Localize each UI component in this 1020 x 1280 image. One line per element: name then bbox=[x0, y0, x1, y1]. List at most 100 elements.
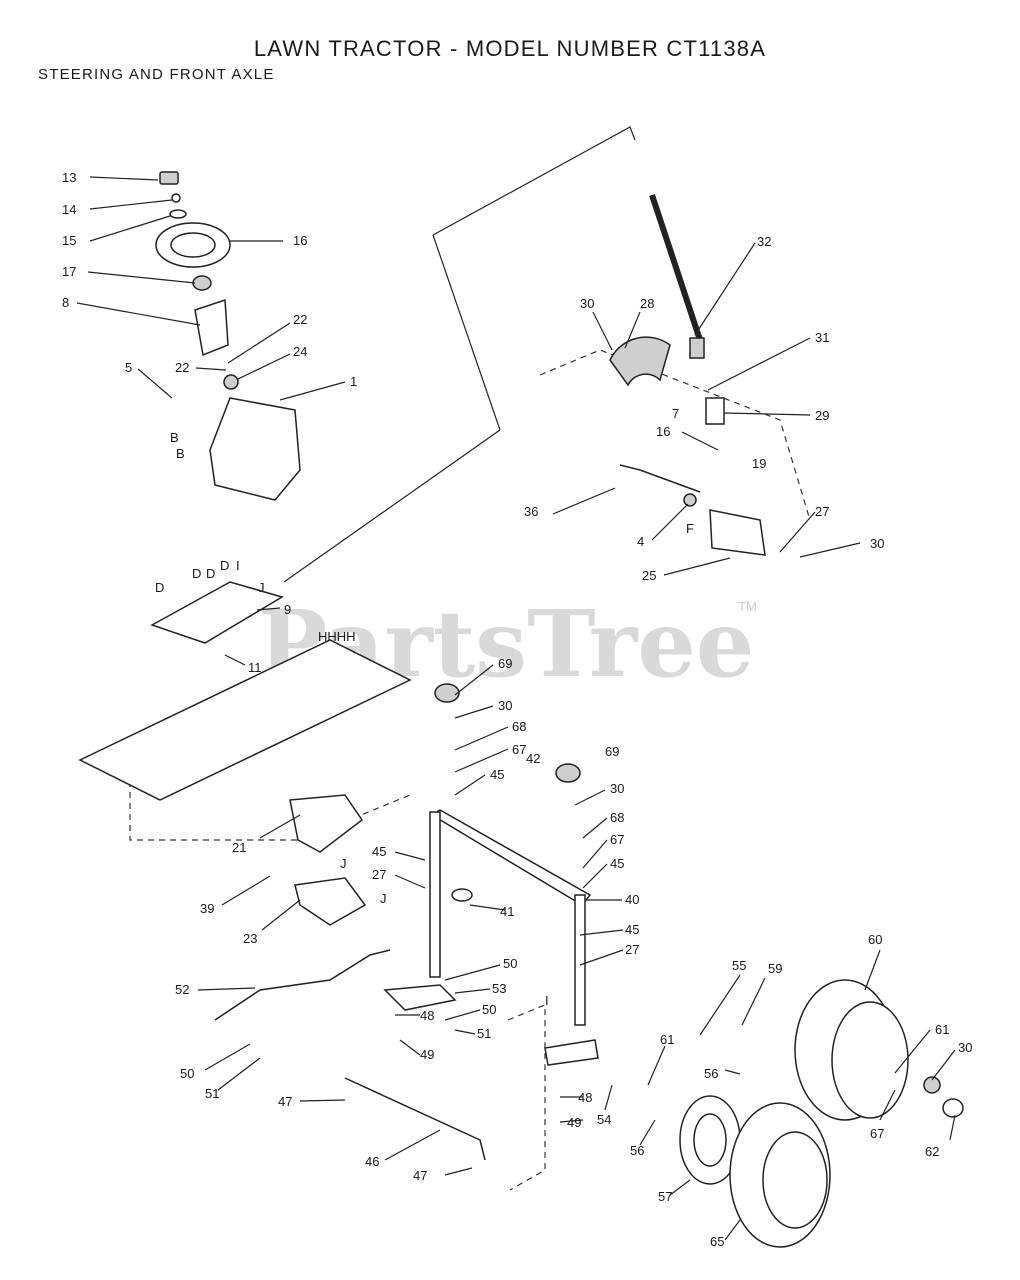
callout-d1: D bbox=[155, 580, 164, 595]
page-subtitle: STEERING AND FRONT AXLE bbox=[38, 66, 275, 83]
callout-61a: 61 bbox=[935, 1022, 949, 1037]
callout-15: 15 bbox=[62, 233, 76, 248]
axle-bracket-rear-part bbox=[294, 877, 367, 926]
callout-9: 9 bbox=[284, 602, 291, 617]
bushing-part bbox=[223, 374, 239, 390]
callout-45b: 45 bbox=[610, 856, 624, 871]
callout-31: 31 bbox=[815, 330, 829, 345]
callout-68b: 68 bbox=[610, 810, 624, 825]
callout-23: 23 bbox=[243, 931, 257, 946]
leader-lines bbox=[76, 176, 956, 1241]
pivot-left-part bbox=[429, 811, 441, 978]
spindle-guide-line bbox=[507, 1004, 546, 1191]
callout-50b: 50 bbox=[482, 1002, 496, 1017]
callout-48b: 48 bbox=[578, 1090, 592, 1105]
callout-27a: 27 bbox=[815, 504, 829, 519]
callout-i1: I bbox=[236, 558, 240, 573]
callout-67a: 67 bbox=[512, 742, 526, 757]
pinion-part bbox=[705, 397, 725, 425]
callout-45d: 45 bbox=[625, 922, 639, 937]
callout-30d: 30 bbox=[610, 781, 624, 796]
callout-28: 28 bbox=[640, 296, 654, 311]
callout-j1: J bbox=[258, 580, 265, 595]
callout-d3: D bbox=[206, 566, 215, 581]
callout-40: 40 bbox=[625, 892, 639, 907]
callout-30a: 30 bbox=[580, 296, 594, 311]
cap-left-part bbox=[434, 683, 460, 703]
callout-47a: 47 bbox=[278, 1094, 292, 1109]
callout-50c: 50 bbox=[180, 1066, 194, 1081]
callout-27b: 27 bbox=[372, 867, 386, 882]
frame-line-top bbox=[432, 126, 636, 236]
spacer-tube-part bbox=[451, 888, 473, 902]
callout-59: 59 bbox=[768, 961, 782, 976]
steering-wheel-hub bbox=[170, 232, 216, 258]
callout-19: 19 bbox=[752, 456, 766, 471]
callout-53: 53 bbox=[492, 981, 506, 996]
column-cover-part bbox=[194, 298, 229, 357]
frame-rail-part bbox=[78, 639, 412, 801]
callout-d4: D bbox=[220, 558, 229, 573]
callout-69b: 69 bbox=[605, 744, 619, 759]
callout-49a: 49 bbox=[420, 1047, 434, 1062]
hub-inner bbox=[693, 1113, 727, 1167]
callout-61b: 61 bbox=[660, 1032, 674, 1047]
callout-27c: 27 bbox=[625, 942, 639, 957]
bracket-part bbox=[709, 509, 766, 556]
callout-39: 39 bbox=[200, 901, 214, 916]
callout-45c: 45 bbox=[372, 844, 386, 859]
callout-22b: 22 bbox=[175, 360, 189, 375]
callout-57: 57 bbox=[658, 1189, 672, 1204]
callout-i2: I bbox=[545, 993, 549, 1008]
callout-49b: 49 bbox=[567, 1115, 581, 1130]
callout-5: 5 bbox=[125, 360, 132, 375]
cap-right-part bbox=[555, 763, 581, 783]
callout-45a: 45 bbox=[490, 767, 504, 782]
callout-29: 29 bbox=[815, 408, 829, 423]
callout-8: 8 bbox=[62, 295, 69, 310]
adapter-part bbox=[192, 275, 212, 291]
callout-54: 54 bbox=[597, 1112, 611, 1127]
callout-21: 21 bbox=[232, 840, 246, 855]
axle-washer-part bbox=[923, 1076, 941, 1094]
shaft-end-part bbox=[689, 337, 705, 359]
callout-69a: 69 bbox=[498, 656, 512, 671]
rear-wheel-rim bbox=[831, 1001, 909, 1119]
callout-labels: 13 14 15 16 17 8 22 22 24 5 1 B B 32 30 … bbox=[62, 170, 972, 1249]
watermark-trademark: TM bbox=[738, 599, 757, 614]
callout-42: 42 bbox=[526, 751, 540, 766]
callout-30b: 30 bbox=[870, 536, 884, 551]
page-title: LAWN TRACTOR - MODEL NUMBER CT1138A bbox=[253, 36, 767, 61]
callout-16: 16 bbox=[293, 233, 307, 248]
drag-link-part bbox=[619, 464, 701, 493]
callout-41: 41 bbox=[500, 904, 514, 919]
callout-32: 32 bbox=[757, 234, 771, 249]
callout-14: 14 bbox=[62, 202, 76, 217]
callout-62: 62 bbox=[925, 1144, 939, 1159]
front-wheel-rim bbox=[762, 1131, 828, 1229]
callout-65: 65 bbox=[710, 1234, 724, 1249]
nut-part bbox=[171, 193, 181, 203]
callout-30e: 30 bbox=[958, 1040, 972, 1055]
callout-68a: 68 bbox=[512, 719, 526, 734]
frame-line-bottom bbox=[283, 429, 501, 583]
callout-46: 46 bbox=[365, 1154, 379, 1169]
drag-link-rod-part bbox=[214, 949, 391, 1021]
callout-j2: J bbox=[340, 856, 347, 871]
callout-67c: 67 bbox=[870, 1126, 884, 1141]
callout-24: 24 bbox=[293, 344, 307, 359]
tie-rod-part bbox=[344, 1077, 486, 1161]
callout-1: 1 bbox=[350, 374, 357, 389]
callout-50a: 50 bbox=[503, 956, 517, 971]
callout-56b: 56 bbox=[630, 1143, 644, 1158]
sector-gear-part bbox=[609, 336, 671, 387]
axle-cap-part bbox=[942, 1098, 964, 1118]
callout-67b: 67 bbox=[610, 832, 624, 847]
callout-b2: B bbox=[176, 446, 185, 461]
callout-13: 13 bbox=[62, 170, 76, 185]
spindle-part bbox=[544, 1039, 599, 1066]
callout-22a: 22 bbox=[293, 312, 307, 327]
callout-48a: 48 bbox=[420, 1008, 434, 1023]
axle-guide-line bbox=[539, 349, 811, 521]
